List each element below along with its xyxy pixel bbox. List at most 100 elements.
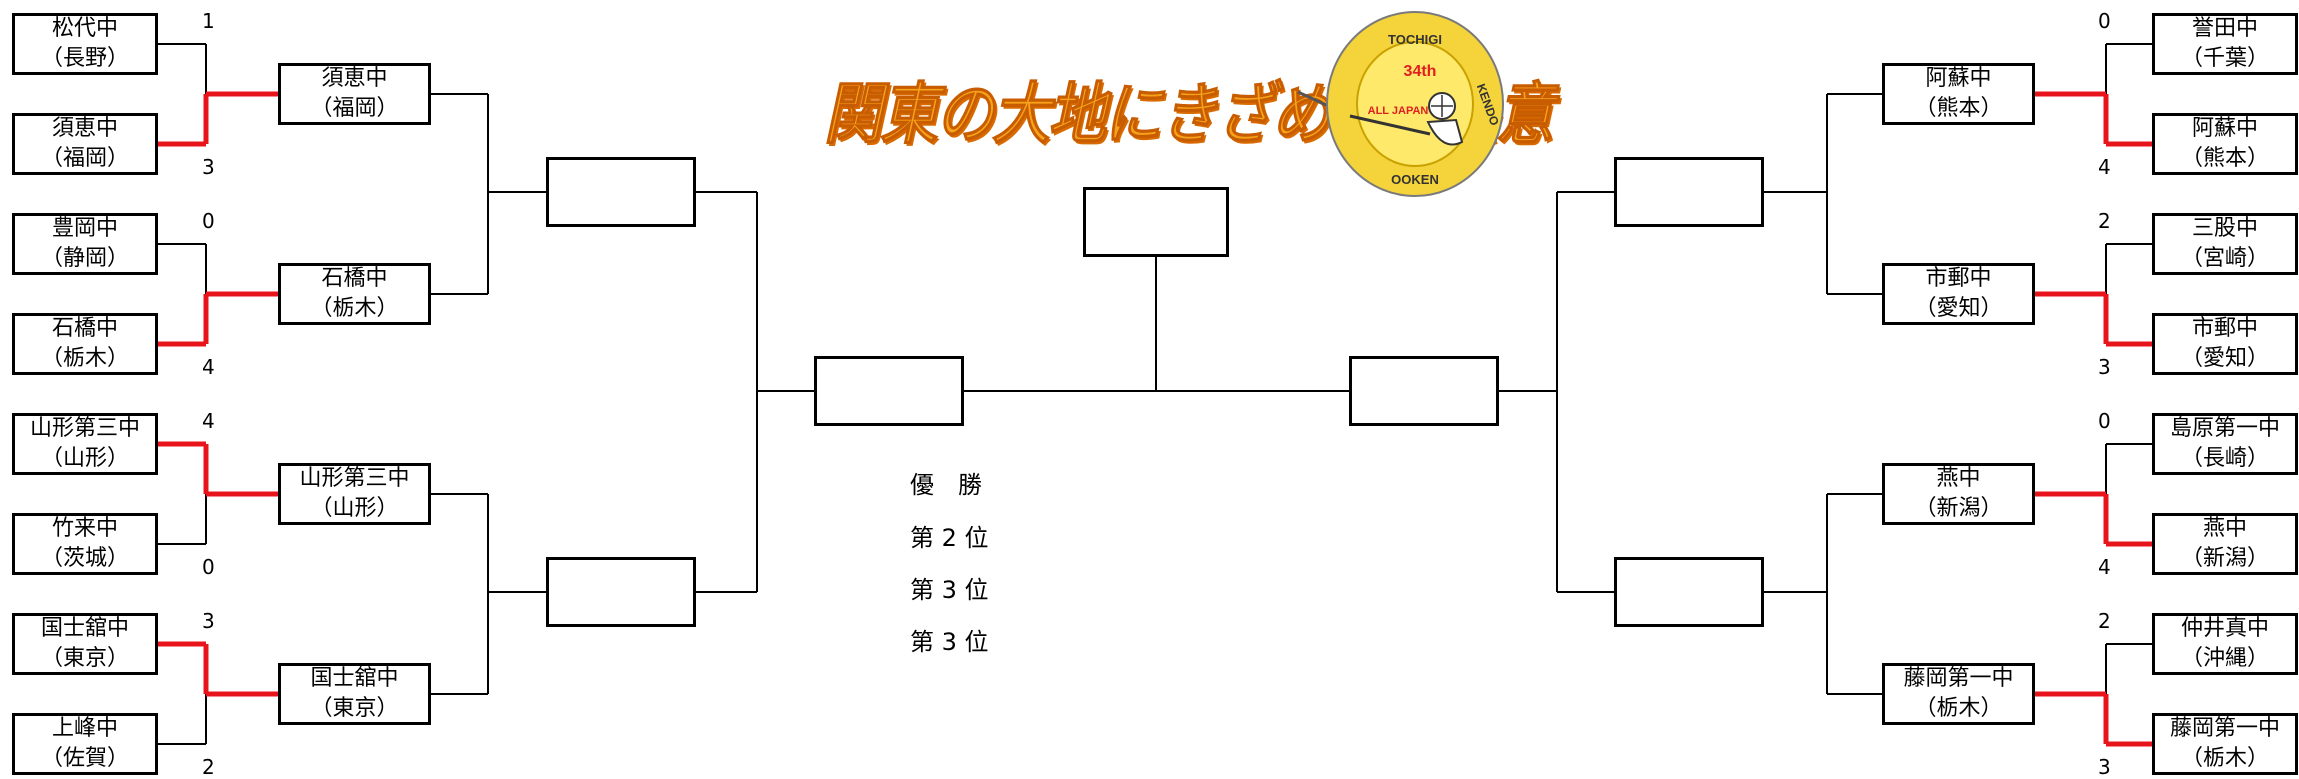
team-prefecture: （熊本） (1914, 96, 2003, 121)
team-prefecture: （新潟） (2180, 546, 2269, 571)
team-prefecture: （山形） (310, 496, 399, 521)
team-name: 藤岡第一中 (1903, 666, 2014, 691)
team-name: 藤岡第一中 (2169, 716, 2280, 741)
legend-third-place: 第 3 位 (910, 628, 989, 656)
legend-champion: 優 勝 (910, 471, 982, 499)
match-score: 3 (202, 155, 215, 179)
team-name: 阿蘇中 (1925, 66, 1992, 91)
team-name: 豊岡中 (51, 216, 118, 241)
team-prefecture: （愛知） (1914, 296, 2003, 321)
team-prefecture: （新潟） (1914, 496, 2003, 521)
right-final-slot (1349, 356, 1499, 426)
team-prefecture: （宮崎） (2180, 246, 2269, 271)
match-score: 0 (202, 209, 215, 233)
right-round1-team-box: 三股中 （宮崎） (2152, 213, 2298, 275)
team-prefecture: （山形） (40, 446, 129, 471)
team-name: 松代中 (51, 16, 118, 41)
team-name: 市郵中 (2191, 316, 2258, 341)
match-score: 2 (2098, 209, 2111, 233)
team-prefecture: （栃木） (2180, 746, 2269, 771)
right-round2-team-box: 藤岡第一中 （栃木） (1882, 663, 2035, 725)
team-prefecture: （栃木） (1914, 696, 2003, 721)
team-name: 石橋中 (51, 316, 118, 341)
team-name: 山形第三中 (299, 466, 410, 491)
team-prefecture: （熊本） (2180, 146, 2269, 171)
right-round2-team-box: 市郵中 （愛知） (1882, 263, 2035, 325)
left-round1-team-box: 山形第三中 （山形） (12, 413, 158, 475)
match-score: 0 (202, 555, 215, 579)
slogan-text: 関東の大地にきざめこの熱意 (824, 74, 1555, 154)
team-name: 島原第一中 (2169, 416, 2280, 441)
right-round1-team-box: 藤岡第一中 （栃木） (2152, 713, 2298, 775)
right-round1-team-box: 燕中 （新潟） (2152, 513, 2298, 575)
match-score: 1 (202, 9, 215, 33)
match-score: 3 (2098, 755, 2111, 779)
team-prefecture: （沖縄） (2180, 646, 2269, 671)
left-round1-team-box: 国士舘中 （東京） (12, 613, 158, 675)
team-prefecture: （茨城） (40, 546, 129, 571)
team-prefecture: （長崎） (2180, 446, 2269, 471)
right-round1-team-box: 阿蘇中 （熊本） (2152, 113, 2298, 175)
team-prefecture: （愛知） (2180, 346, 2269, 371)
kendo-emblem-icon: TOCHIGI KENDO OOKEN 34th ALL JAPAN (1297, 11, 1504, 197)
match-score: 3 (202, 609, 215, 633)
left-round1-team-box: 豊岡中 （静岡） (12, 213, 158, 275)
team-name: 三股中 (2191, 216, 2258, 241)
left-semifinal-slot (546, 557, 696, 627)
right-round2-team-box: 阿蘇中 （熊本） (1882, 63, 2035, 125)
left-round1-team-box: 須恵中 （福岡） (12, 113, 158, 175)
right-semifinal-slot (1614, 557, 1764, 627)
match-score: 4 (202, 409, 215, 433)
team-prefecture: （静岡） (40, 246, 129, 271)
team-name: 阿蘇中 (2191, 116, 2258, 141)
left-final-slot (814, 356, 964, 426)
team-name: 燕中 (1936, 466, 1981, 491)
left-round2-team-box: 須恵中 （福岡） (278, 63, 431, 125)
match-score: 0 (2098, 409, 2111, 433)
left-round2-team-box: 山形第三中 （山形） (278, 463, 431, 525)
team-name: 須恵中 (51, 116, 118, 141)
team-prefecture: （福岡） (310, 96, 399, 121)
team-name: 誉田中 (2191, 16, 2258, 41)
team-prefecture: （栃木） (40, 346, 129, 371)
team-name: 山形第三中 (29, 416, 140, 441)
match-score: 2 (2098, 609, 2111, 633)
team-name: 燕中 (2202, 516, 2247, 541)
match-score: 2 (202, 755, 215, 779)
team-prefecture: （千葉） (2180, 46, 2269, 71)
match-score: 4 (2098, 155, 2111, 179)
left-round2-team-box: 国士舘中 （東京） (278, 663, 431, 725)
team-name: 市郵中 (1925, 266, 1992, 291)
logo-top-text: TOCHIGI (1388, 32, 1442, 47)
champion-slot (1083, 187, 1229, 257)
team-prefecture: （栃木） (310, 296, 399, 321)
team-name: 国士舘中 (310, 666, 399, 691)
left-round1-team-box: 竹来中 （茨城） (12, 513, 158, 575)
team-prefecture: （東京） (310, 696, 399, 721)
right-semifinal-slot (1614, 157, 1764, 227)
team-name: 仲井真中 (2180, 616, 2269, 641)
team-name: 国士舘中 (40, 616, 129, 641)
team-prefecture: （福岡） (40, 146, 129, 171)
logo-edition-text: 34th (1404, 63, 1437, 80)
right-round1-team-box: 市郵中 （愛知） (2152, 313, 2298, 375)
team-name: 石橋中 (321, 266, 388, 291)
team-name: 須恵中 (321, 66, 388, 91)
logo-center-text: ALL JAPAN (1368, 105, 1429, 117)
left-round2-team-box: 石橋中 （栃木） (278, 263, 431, 325)
match-score: 0 (2098, 9, 2111, 33)
left-round1-team-box: 上峰中（佐賀） (12, 713, 158, 775)
right-round2-team-box: 燕中 （新潟） (1882, 463, 2035, 525)
left-round1-team-box: 石橋中 （栃木） (12, 313, 158, 375)
logo-bottom-text: OOKEN (1391, 172, 1439, 187)
right-round1-team-box: 誉田中 （千葉） (2152, 13, 2298, 75)
left-semifinal-slot (546, 157, 696, 227)
legend-second-place: 第 2 位 (910, 524, 989, 552)
team-prefecture: （長野） (40, 46, 129, 71)
right-round1-team-box: 島原第一中 （長崎） (2152, 413, 2298, 475)
team-name: 竹来中 (51, 516, 118, 541)
team-prefecture: （東京） (40, 646, 129, 671)
match-score: 3 (2098, 355, 2111, 379)
